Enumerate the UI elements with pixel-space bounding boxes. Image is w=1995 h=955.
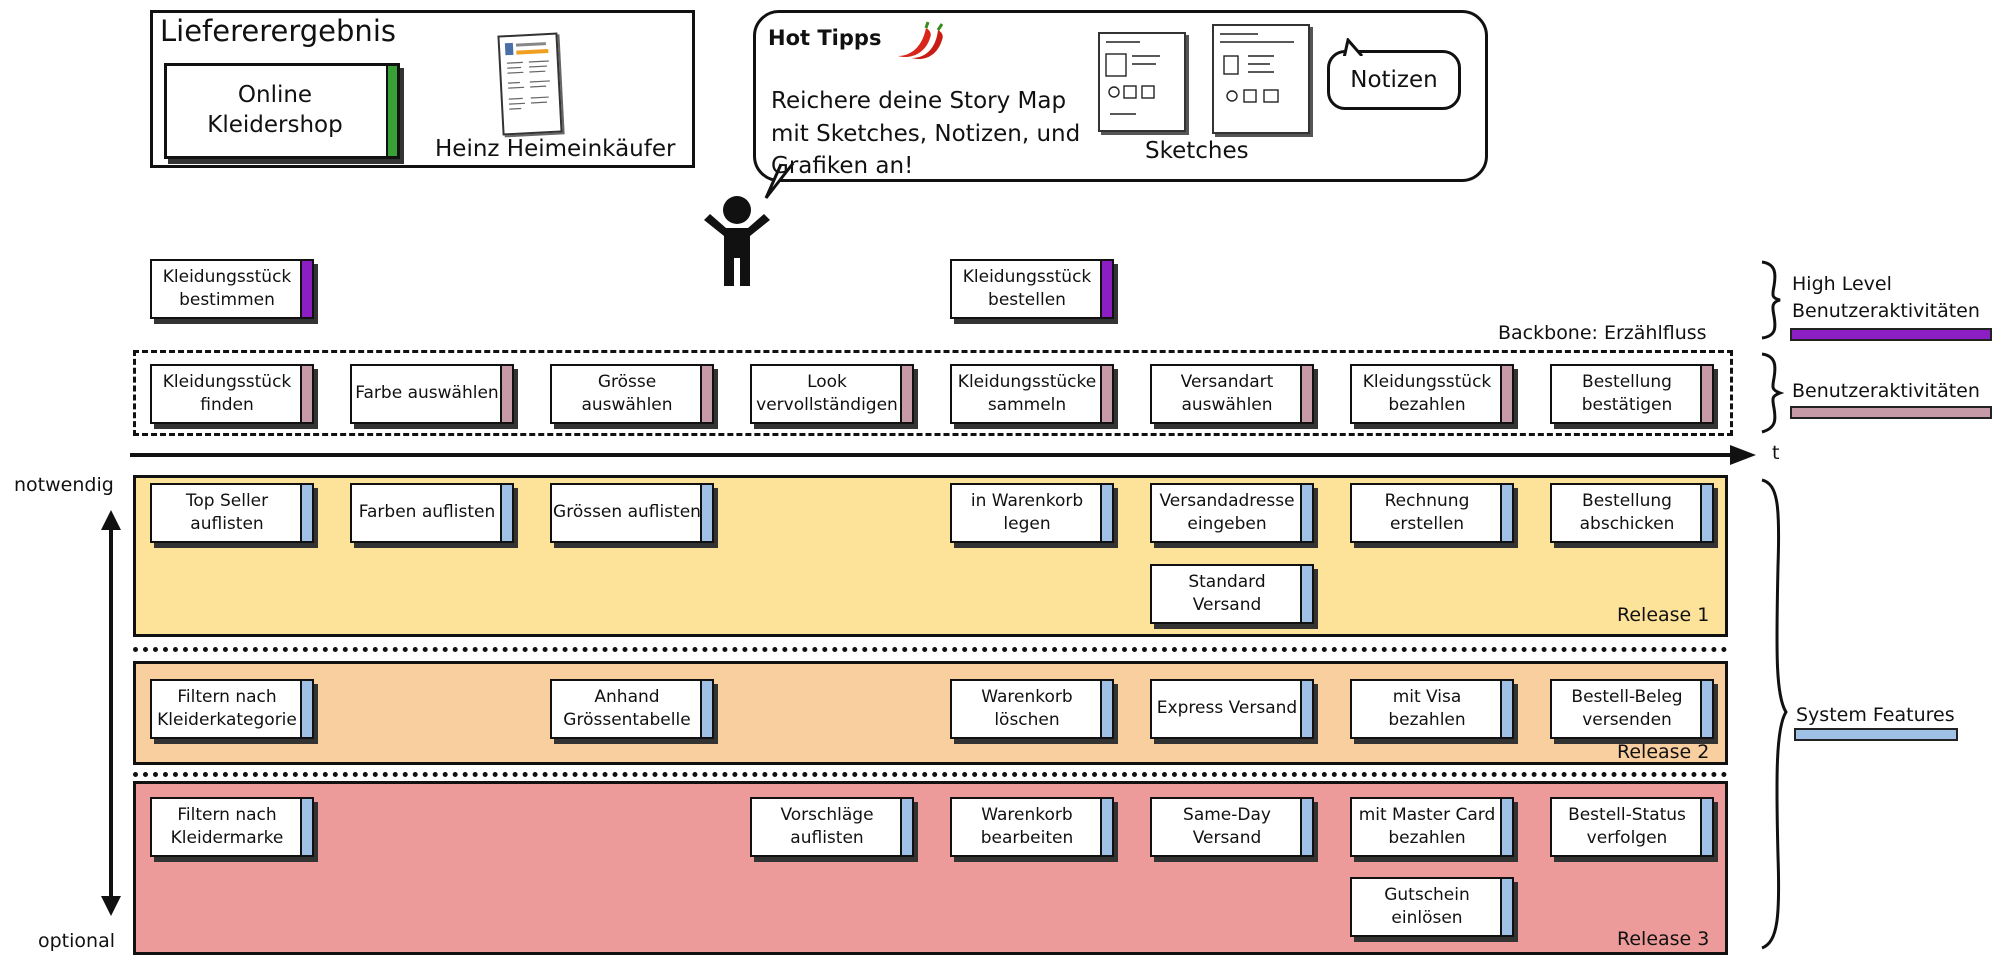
time-axis-label: t xyxy=(1772,442,1780,464)
legend-features-label: System Features xyxy=(1796,704,1955,726)
chili-icon xyxy=(898,21,944,60)
feature-card[interactable]: Anhand Grössentabelle xyxy=(550,679,714,739)
notes-label: Notizen xyxy=(1350,67,1438,93)
activity-card[interactable]: Look vervollständigen xyxy=(750,364,914,424)
legend-high-level-label: High Level Benutzeraktivitäten xyxy=(1792,273,1980,322)
activity-card[interactable]: Kleidungsstücke sammeln xyxy=(950,364,1114,424)
sketch-2 xyxy=(1212,24,1310,134)
feature-card[interactable]: Versandadresse eingeben xyxy=(1150,483,1314,543)
brace-icon xyxy=(1761,260,1781,340)
backbone-frame xyxy=(133,350,1733,436)
feature-card[interactable]: Standard Versand xyxy=(1150,564,1314,624)
release-separator xyxy=(133,647,1728,652)
release-2-label: Release 2 xyxy=(1617,741,1710,763)
activity-card[interactable]: Grösse auswählen xyxy=(550,364,714,424)
legend-activities-bar xyxy=(1790,406,1992,419)
feature-card[interactable]: mit Visa bezahlen xyxy=(1350,679,1514,739)
feature-card[interactable]: in Warenkorb legen xyxy=(950,483,1114,543)
activity-card[interactable]: Kleidungsstück finden xyxy=(150,364,314,424)
feature-card[interactable]: Rechnung erstellen xyxy=(1350,483,1514,543)
feature-card[interactable]: Bestell-Status verfolgen xyxy=(1550,797,1714,857)
feature-card[interactable]: Same-Day Versand xyxy=(1150,797,1314,857)
priority-bottom-label: optional xyxy=(38,930,116,952)
sketch-1 xyxy=(1098,32,1186,132)
feature-card[interactable]: Filtern nach Kleidermarke xyxy=(150,797,314,857)
activity-card[interactable]: Bestellung bestätigen xyxy=(1550,364,1714,424)
priority-arrow xyxy=(101,510,121,916)
legend-activities-label: Benutzeraktivitäten xyxy=(1792,380,1980,402)
feature-card[interactable]: Farben auflisten xyxy=(350,483,514,543)
legend-high-level-bar xyxy=(1790,328,1992,341)
feature-card[interactable]: Express Versand xyxy=(1150,679,1314,739)
speech-tail-icon xyxy=(764,160,796,199)
feature-card[interactable]: Top Seller auflisten xyxy=(150,483,314,543)
brace-icon xyxy=(1761,478,1788,950)
legend-features-bar xyxy=(1794,728,1958,741)
feature-card[interactable]: Bestell-Beleg versenden xyxy=(1550,679,1714,739)
release-separator xyxy=(133,772,1728,777)
priority-top-label: notwendig xyxy=(14,474,114,496)
activity-card[interactable]: Farbe auswählen xyxy=(350,364,514,424)
notes-tail-icon xyxy=(1342,38,1366,60)
product-name: Online Kleidershop xyxy=(207,82,343,138)
activity-card[interactable]: Kleidungsstück bezahlen xyxy=(1350,364,1514,424)
feature-card[interactable]: mit Master Card bezahlen xyxy=(1350,797,1514,857)
persona-document-icon xyxy=(497,32,563,136)
activity-card[interactable]: Versandart auswählen xyxy=(1150,364,1314,424)
feature-card[interactable]: Grössen auflisten xyxy=(550,483,714,543)
sketches-label: Sketches xyxy=(1145,138,1249,164)
feature-card[interactable]: Warenkorb löschen xyxy=(950,679,1114,739)
persona-name: Heinz Heimeinkäufer xyxy=(435,136,676,162)
release-3-label: Release 3 xyxy=(1617,928,1710,950)
deliverable-title: Liefererergebnis xyxy=(160,14,396,48)
brace-icon xyxy=(1761,352,1784,434)
notes-bubble: Notizen xyxy=(1327,50,1461,110)
feature-card[interactable]: Filtern nach Kleiderkategorie xyxy=(150,679,314,739)
user-icon xyxy=(704,196,770,286)
feature-card[interactable]: Vorschläge auflisten xyxy=(750,797,914,857)
high-level-card[interactable]: Kleidungsstück bestimmen xyxy=(150,259,314,319)
time-arrow xyxy=(130,445,1756,465)
tips-title: Hot Tipps xyxy=(768,26,882,50)
product-card[interactable]: Online Kleidershop xyxy=(164,63,400,159)
backbone-label: Backbone: Erzählfluss xyxy=(1498,322,1707,344)
tips-text: Reichere deine Story Map mit Sketches, N… xyxy=(771,88,1081,180)
release-1-label: Release 1 xyxy=(1617,604,1710,626)
feature-card[interactable]: Gutschein einlösen xyxy=(1350,877,1514,937)
high-level-card[interactable]: Kleidungsstück bestellen xyxy=(950,259,1114,319)
product-stripe xyxy=(386,66,397,156)
feature-card[interactable]: Bestellung abschicken xyxy=(1550,483,1714,543)
feature-card[interactable]: Warenkorb bearbeiten xyxy=(950,797,1114,857)
